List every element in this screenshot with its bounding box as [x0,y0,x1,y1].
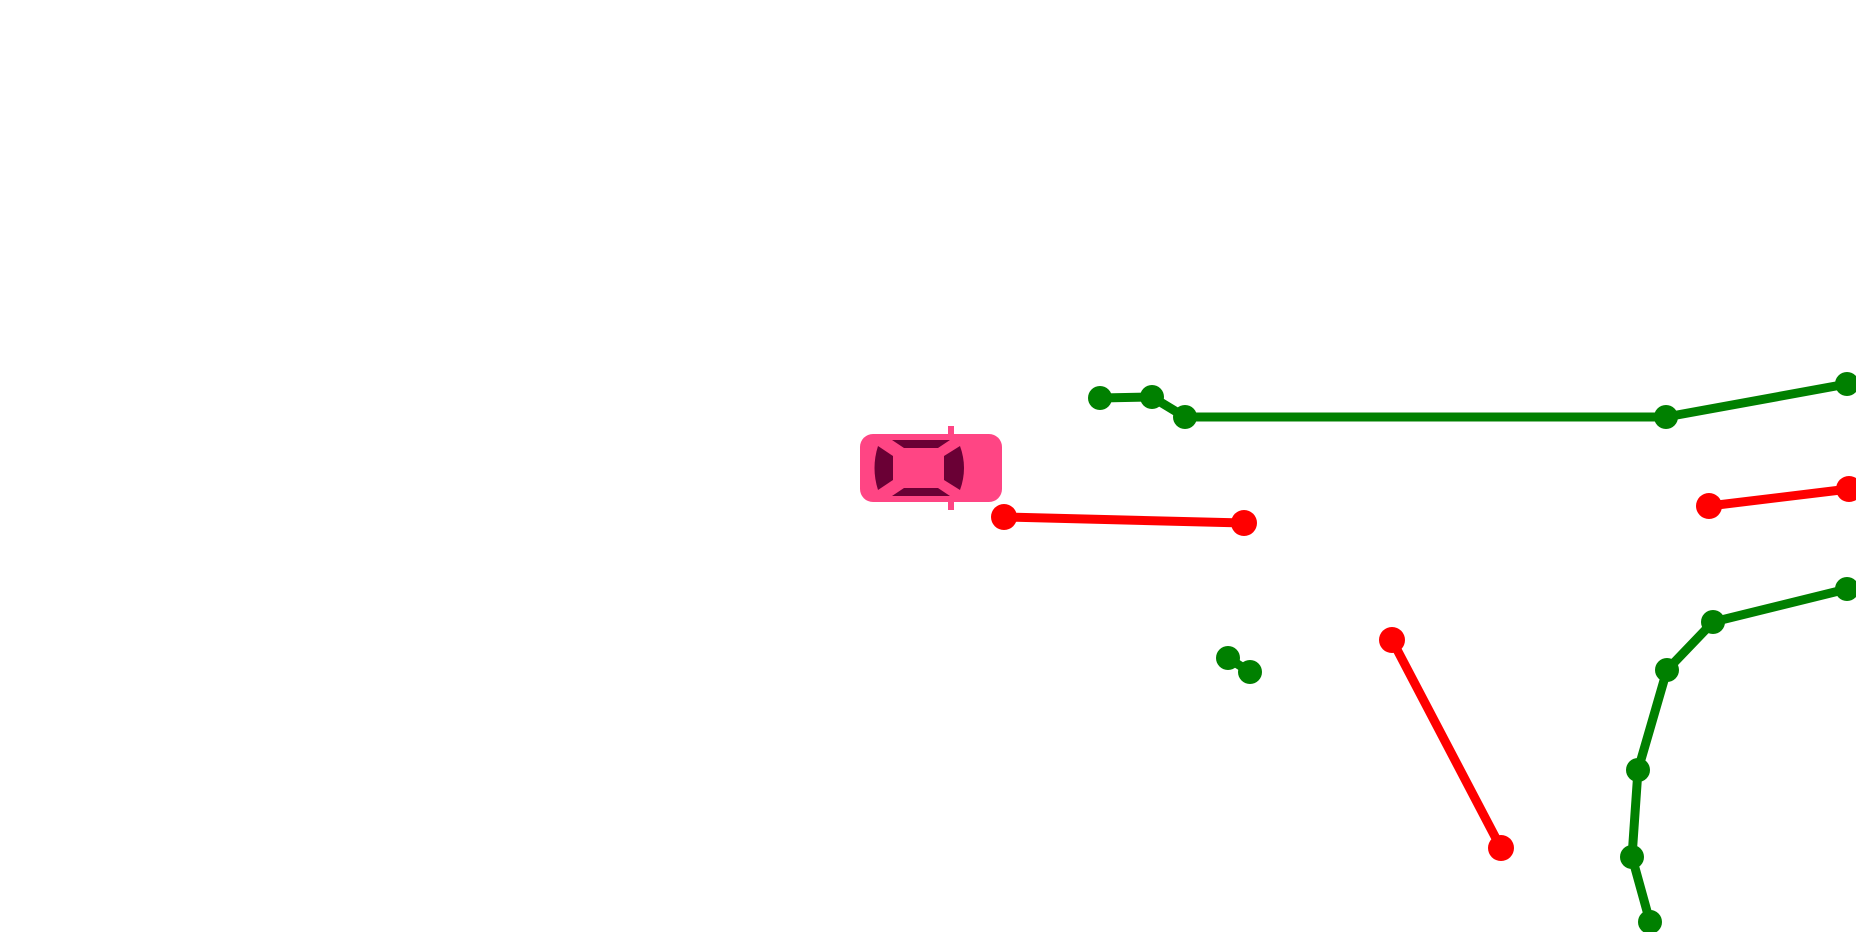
red-path-center-line [999,512,1249,528]
green-node [1216,646,1240,670]
green-node [1140,385,1164,409]
green-node [1655,658,1679,682]
red-node [1231,510,1257,536]
green-node [1238,660,1262,684]
red-node [1696,493,1722,519]
red-node [1836,476,1856,502]
green-path-small [1216,646,1262,684]
red-path-right [1696,476,1856,519]
car-bottom-side-window [892,488,950,496]
green-node [1088,386,1112,410]
red-node [991,504,1017,530]
car-mirror-top [948,426,954,438]
car-mirror-bottom [948,498,954,510]
red-path-diagonal-line [1387,635,1506,853]
green-node [1173,405,1197,429]
red-path-diagonal [1379,627,1514,861]
green-node [1638,910,1662,932]
red-path-center [991,504,1257,536]
green-path-right [1620,577,1856,932]
green-node [1835,372,1856,396]
car-top-side-window [892,440,950,448]
car-front-window [944,446,964,490]
green-node [1654,405,1678,429]
red-node [1488,835,1514,861]
car-body [860,434,1002,502]
green-node [1620,845,1644,869]
green-node [1835,577,1856,601]
green-path-top [1088,372,1856,429]
car-top-view-icon [860,426,1002,510]
green-node [1626,758,1650,782]
car-rear-window [874,446,893,490]
red-node [1379,627,1405,653]
green-node [1701,610,1725,634]
red-path-right-line [1704,484,1854,511]
